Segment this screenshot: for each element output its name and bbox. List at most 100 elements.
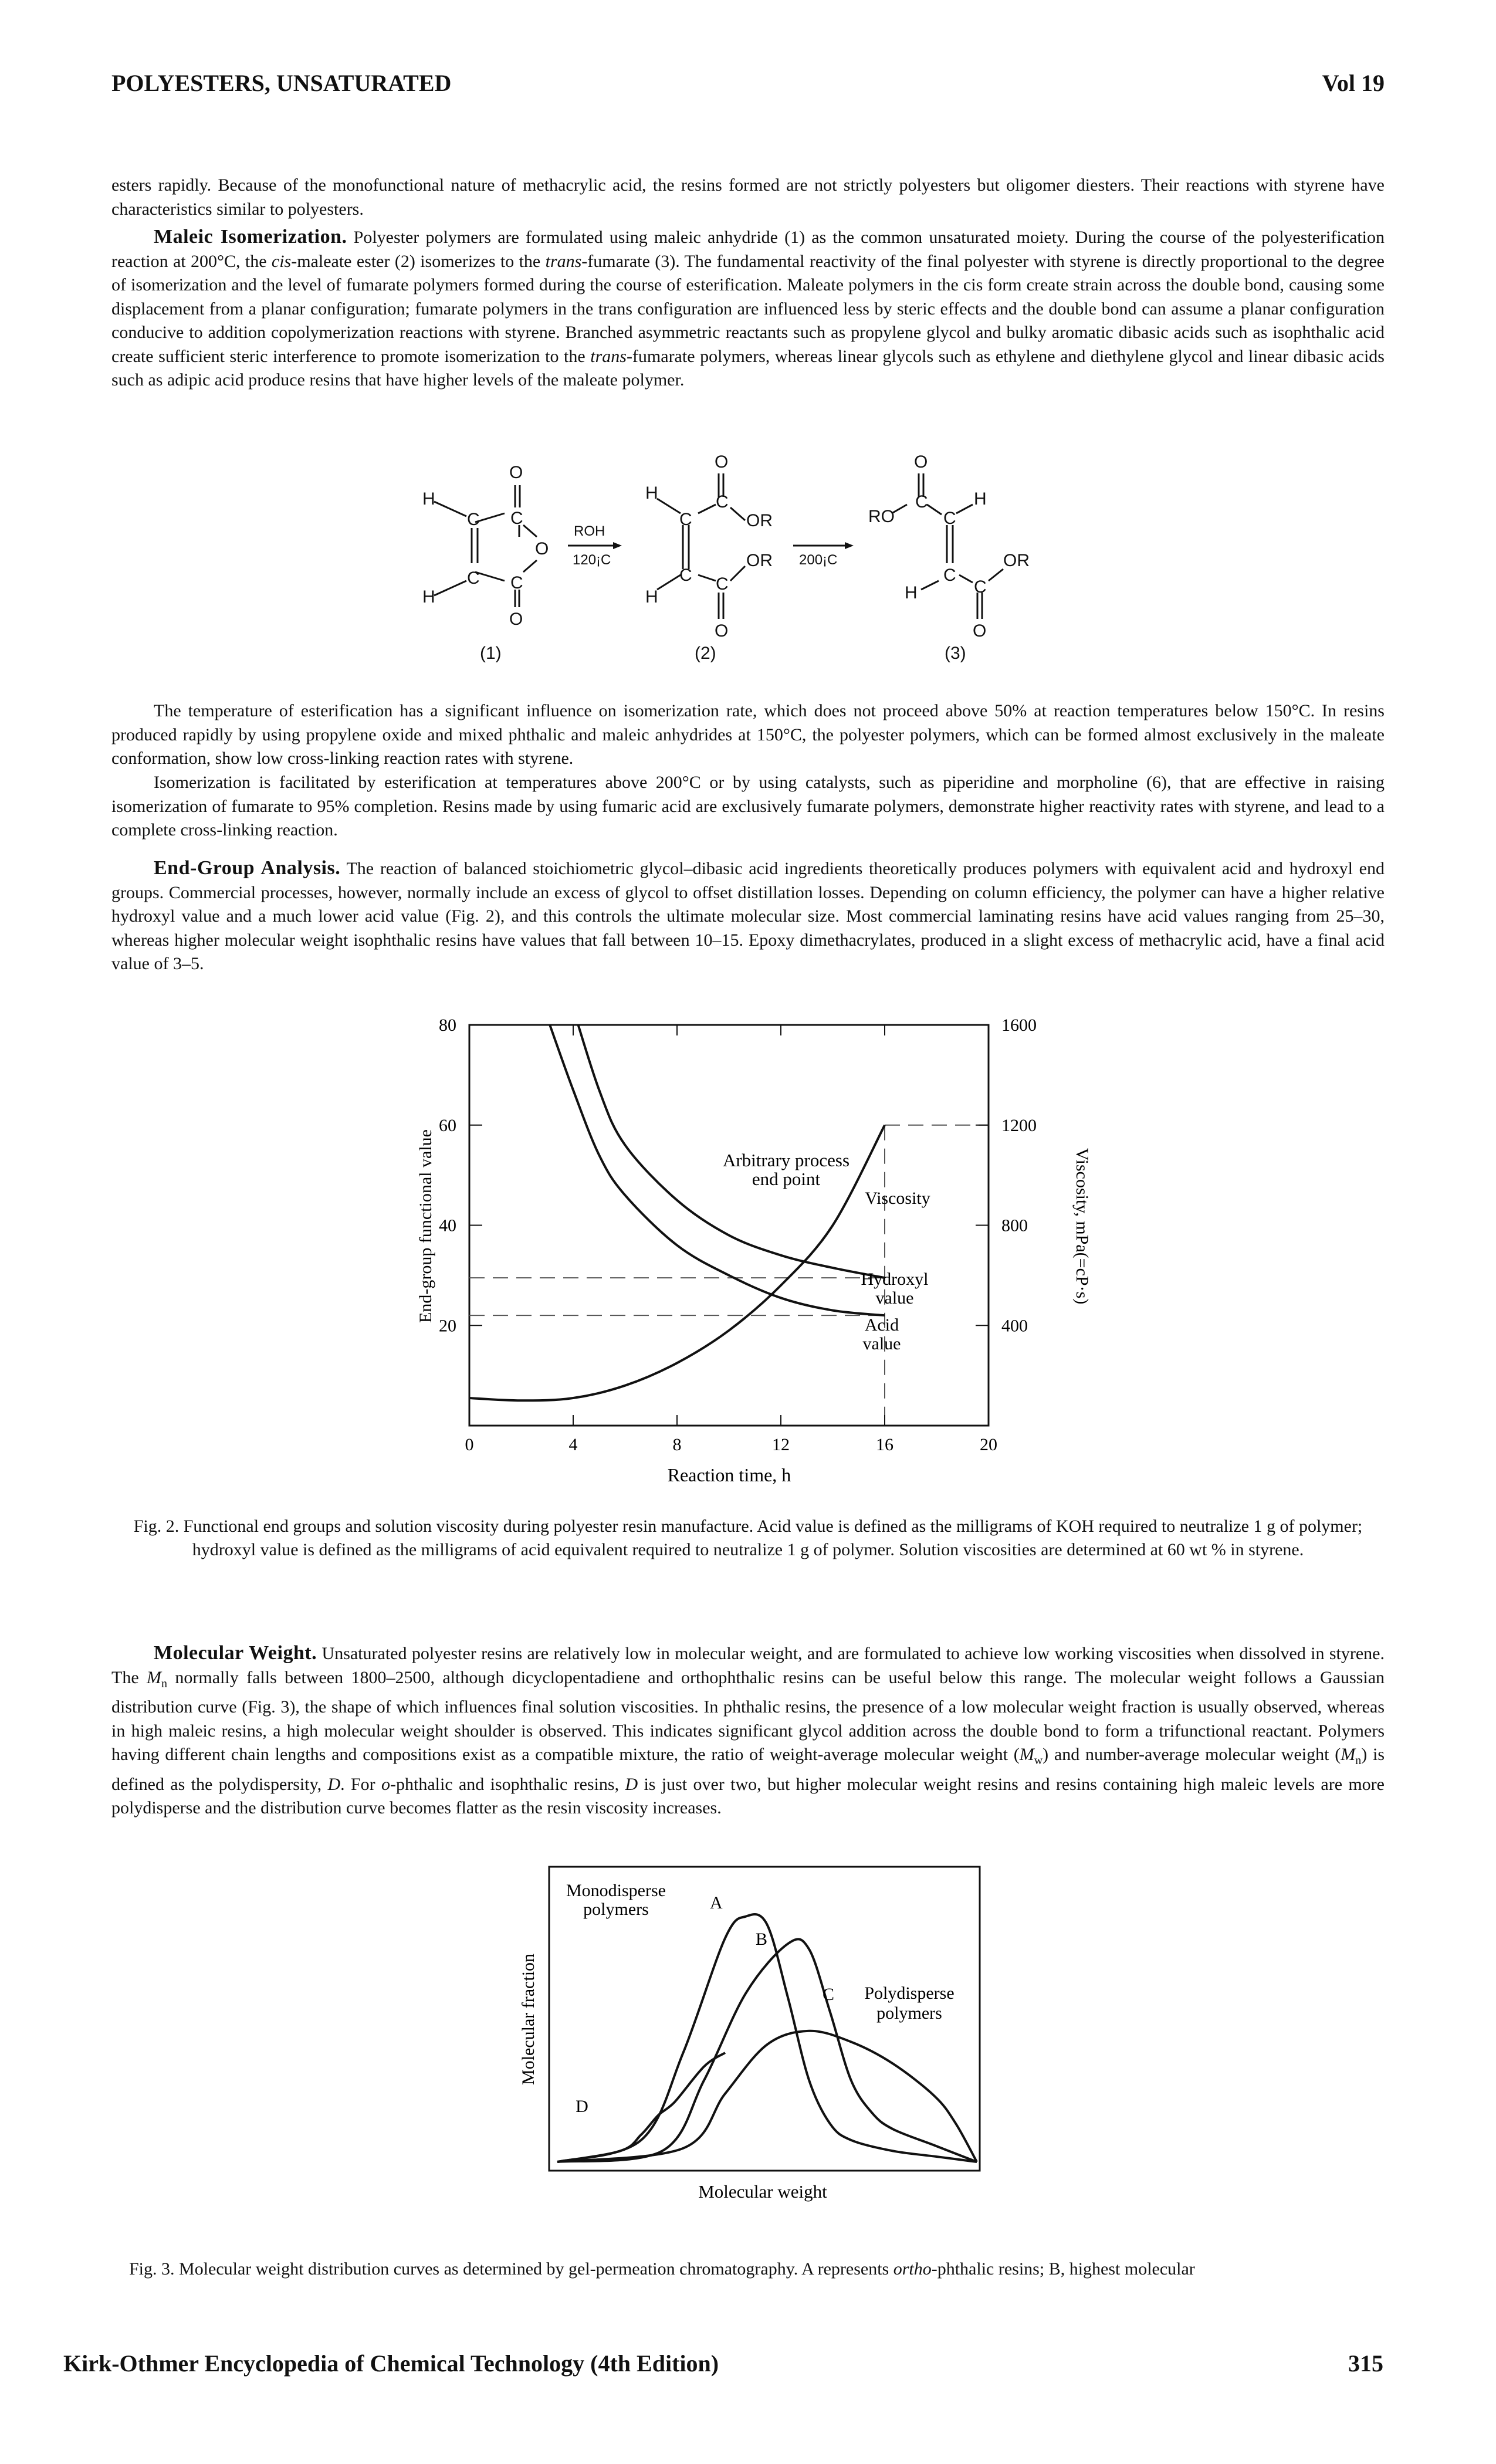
text-run: -phthalic and isophthalic resins,	[390, 1774, 625, 1794]
atom-label: OR	[746, 511, 773, 530]
section-heading-molecular-weight: Molecular Weight.	[154, 1642, 317, 1664]
atom-label: C	[467, 568, 480, 588]
x-tick-label: 20	[980, 1435, 997, 1454]
reaction-scheme: O H C C O C C H O ROH 120¡C O H C C OR O…	[422, 452, 1030, 663]
atom-label: C	[943, 566, 956, 585]
series-acid-value	[549, 1025, 885, 1317]
y-tick-label: 60	[439, 1116, 456, 1135]
atom-label: RO	[868, 507, 895, 526]
series-curve-a	[557, 1913, 977, 2163]
y-axis-label: End-group functional value	[416, 1129, 435, 1323]
annotation-viscosity: Viscosity	[865, 1189, 930, 1208]
series-curve-b	[557, 1938, 977, 2163]
compound-label-1: (1)	[480, 644, 502, 663]
subscript: w	[1034, 1754, 1043, 1767]
paragraph-end-group-analysis: End-Group Analysis. The reaction of bala…	[111, 857, 1385, 976]
atom-label: O	[509, 610, 523, 629]
section-heading-maleic: Maleic Isomerization.	[154, 226, 347, 248]
atom-label: OR	[746, 551, 773, 570]
atom-label: C	[974, 577, 987, 597]
atom-label: C	[915, 492, 928, 512]
atom-label: O	[509, 463, 523, 482]
atom-label: O	[535, 539, 549, 559]
text-run: normally falls between 1800–2500, althou…	[111, 1667, 1385, 1765]
atom-label: H	[422, 489, 435, 509]
text-run: -maleate ester (2) isomerizes to the	[291, 251, 546, 271]
figure-3-caption: Fig. 3. Molecular weight distribution cu…	[129, 2257, 1402, 2281]
text-run: ) is defined as the polydispersity,	[111, 1745, 1385, 1794]
atom-label: H	[645, 483, 658, 503]
atom-label: OR	[1003, 551, 1030, 570]
x-axis-label: Reaction time, h	[668, 1464, 791, 1485]
footer-page-number: 315	[1348, 2350, 1383, 2377]
series-curve-d	[557, 2052, 726, 2163]
italic-symbol: M	[147, 1667, 162, 1687]
atom-label: C	[467, 510, 480, 529]
y2-tick-label: 400	[1001, 1316, 1028, 1335]
y-axis-label: Molecular fraction	[519, 1954, 538, 2085]
y-tick-label: 80	[439, 1016, 456, 1035]
subscript: n	[161, 1677, 168, 1690]
atom-label: H	[905, 583, 918, 603]
x-tick-label: 4	[569, 1435, 578, 1454]
annotation-hydroxyl-line1: Hydroxyl	[861, 1270, 929, 1289]
label-curve-b: B	[756, 1930, 767, 1949]
series-curve-c	[557, 2029, 978, 2163]
paragraph-temperature: The temperature of esterification has a …	[111, 701, 1385, 768]
x-tick-label: 12	[772, 1435, 790, 1454]
arrow2-temperature: 200¡C	[799, 552, 837, 568]
atom-label: C	[716, 574, 729, 594]
text-run: -fumarate (3). The fundamental reactivit…	[111, 251, 1385, 366]
annotation-acid-line1: Acid	[865, 1315, 899, 1335]
paragraph-molecular-weight: Molecular Weight. Unsaturated polyester …	[111, 1641, 1385, 1820]
y2-tick-label: 800	[1001, 1216, 1028, 1236]
atom-label: C	[510, 573, 523, 593]
italic-symbol: M	[1341, 1745, 1356, 1764]
text-run: -fumarate polymers, whereas linear glyco…	[111, 346, 1385, 390]
figure-2-caption: Fig. 2. Functional end groups and soluti…	[133, 1517, 1363, 1559]
atom-label: H	[645, 587, 658, 607]
section-heading-end-group: End-Group Analysis.	[154, 857, 341, 879]
label-curve-a: A	[710, 1893, 723, 1913]
text-run: . For	[340, 1774, 382, 1794]
text-run: Fig. 3. Molecular weight distribution cu…	[129, 2259, 893, 2279]
atom-label: O	[715, 452, 728, 472]
paragraph-maleic-isomerization: Maleic Isomerization. Polyester polymers…	[111, 225, 1385, 392]
atom-label: O	[715, 621, 728, 641]
italic-symbol: D	[625, 1774, 638, 1794]
running-header-title: POLYESTERS, UNSATURATED	[111, 70, 452, 96]
italic-trans: trans	[590, 346, 627, 366]
annotation-hydroxyl-line2: value	[876, 1288, 914, 1308]
arrow1-reagent: ROH	[574, 523, 605, 539]
atom-label: C	[679, 566, 692, 585]
atom-label: H	[422, 587, 435, 607]
plot-frame	[548, 1866, 981, 2172]
figure-3-chart: Molecular fraction Molecular weight Mono…	[519, 1866, 981, 2202]
atom-label: C	[510, 509, 523, 528]
y-tick-label: 40	[439, 1216, 456, 1236]
atom-label: C	[679, 510, 692, 529]
text-run: -phthalic resins; B, highest molecular	[931, 2259, 1195, 2279]
x-axis-label: Molecular weight	[698, 2181, 827, 2202]
subscript: n	[1355, 1754, 1362, 1767]
italic-ortho: ortho	[893, 2259, 932, 2279]
y-tick-label: 20	[439, 1316, 456, 1335]
atom-label: O	[973, 621, 986, 641]
paragraph-isomerization: Isomerization is facilitated by esterifi…	[111, 773, 1385, 840]
y2-axis-label: Viscosity, mPa(=cP·s)	[1072, 1148, 1092, 1304]
italic-symbol: D	[327, 1774, 341, 1794]
text-run: is just over two, but higher molecular w…	[111, 1774, 1385, 1818]
atom-label: O	[914, 452, 928, 472]
paragraph-methacrylic: esters rapidly. Because of the monofunct…	[111, 175, 1385, 219]
text-run: Unsaturated polyester resins are relativ…	[111, 1644, 1385, 1687]
label-polydisperse-line1: Polydisperse	[864, 1984, 954, 2003]
x-tick-label: 8	[673, 1435, 682, 1454]
annotation-end-point-line2: end point	[752, 1169, 821, 1189]
atom-label: H	[974, 489, 987, 509]
text-run: Polyester polymers are formulated using …	[111, 228, 1385, 271]
text-run: ) and number-average molecular weight (	[1043, 1745, 1341, 1764]
italic-trans: trans	[545, 251, 582, 271]
annotation-acid-line2: value	[863, 1334, 901, 1353]
annotation-end-point-line1: Arbitrary process	[723, 1150, 849, 1170]
